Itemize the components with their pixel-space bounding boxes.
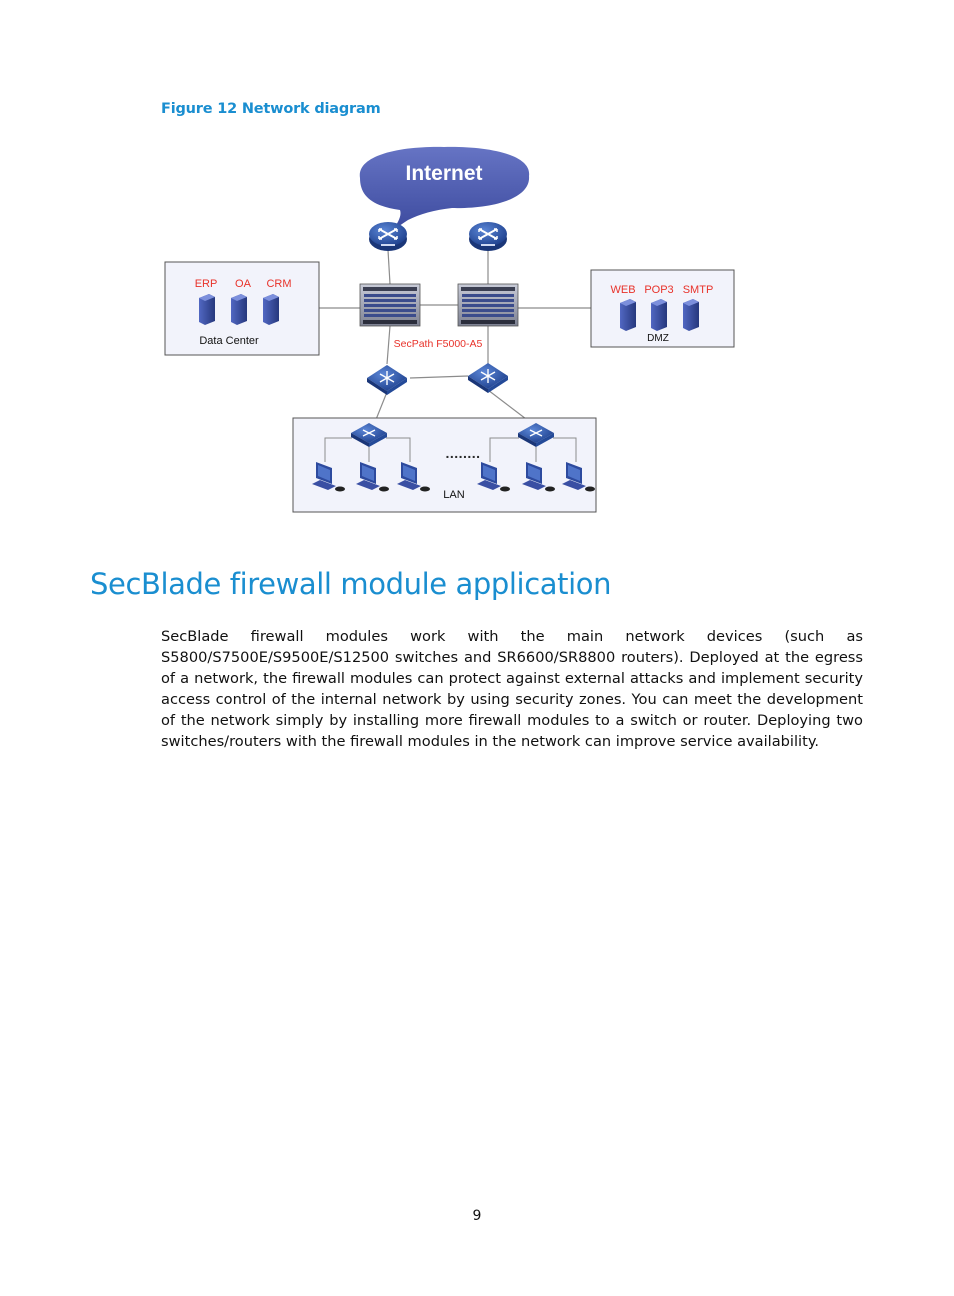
dmz-label: DMZ: [647, 333, 669, 344]
dmz-zone: WEB POP3 SMTP DMZ: [590, 269, 735, 348]
switch-icon: [367, 365, 407, 395]
server-icon: [651, 299, 667, 331]
pc-icon: [397, 462, 430, 492]
switch-icon: [468, 363, 508, 393]
pc-icon: [522, 462, 555, 492]
server-icon: [231, 294, 247, 325]
lan-label: LAN: [443, 489, 464, 501]
firewall-chassis-icon: [457, 283, 519, 327]
internet-cloud-icon: Internet: [359, 146, 530, 232]
lan-zone: ........ LAN: [292, 417, 597, 513]
network-diagram: Internet SecPath F500: [164, 146, 735, 513]
lan-ellipsis: ........: [445, 445, 480, 461]
link-fw1-sw1: [386, 325, 391, 365]
data-center-zone: ERP OA CRM Data Center: [164, 261, 320, 356]
section-title: SecBlade firewall module application: [90, 567, 612, 601]
link-sw1-lan: [374, 391, 388, 423]
pc-icon: [562, 462, 595, 492]
data-center-label: Data Center: [199, 335, 259, 347]
router-icon: [469, 222, 507, 251]
internet-label: Internet: [405, 162, 482, 185]
server-icon: [199, 294, 215, 325]
service-label-pop3: POP3: [644, 284, 673, 296]
app-label-oa: OA: [235, 278, 252, 290]
link-sw2-lan: [487, 389, 531, 423]
link-r1-fw1: [387, 249, 391, 285]
figure-caption: Figure 12 Network diagram: [161, 101, 381, 117]
server-icon: [683, 299, 699, 331]
links: [319, 249, 592, 423]
router-icon: [369, 222, 407, 251]
pc-icon: [356, 462, 389, 492]
server-icon: [620, 299, 636, 331]
section-paragraph: SecBlade firewall modules work with the …: [161, 628, 863, 750]
service-label-web: WEB: [610, 284, 635, 296]
service-label-smtp: SMTP: [683, 284, 714, 296]
page-number: 9: [472, 1208, 482, 1224]
app-label-crm: CRM: [266, 278, 291, 290]
firewall-model-label: SecPath F5000-A5: [394, 338, 483, 350]
server-icon: [263, 294, 279, 325]
app-label-erp: ERP: [195, 278, 218, 290]
pc-icon: [312, 462, 345, 492]
switch-icon: [351, 423, 387, 447]
firewall-chassis-icon: [359, 283, 421, 327]
pc-icon: [477, 462, 510, 492]
switch-icon: [518, 423, 554, 447]
link-sw1-sw2: [409, 375, 469, 379]
